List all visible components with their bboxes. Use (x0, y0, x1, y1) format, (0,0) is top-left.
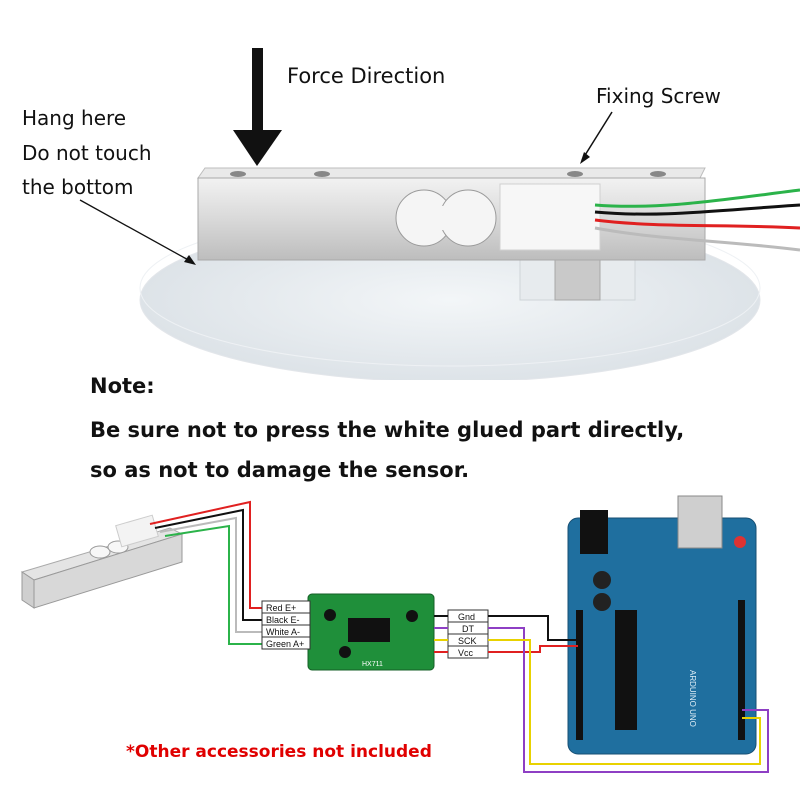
pin-black: Black E- (266, 615, 300, 625)
pin-gnd: Gnd (458, 612, 475, 622)
hang-label-line1: Hang here (22, 106, 127, 130)
module-name: HX711 (362, 661, 383, 668)
load-cell-pins: Red E+ Black E- White A- Green A+ (261, 600, 311, 650)
note-heading: Note: (90, 374, 155, 398)
pin-sck: SCK (458, 636, 477, 646)
arduino-label: ARDUINO UNO (688, 670, 697, 727)
note-line1: Be sure not to press the white glued par… (90, 418, 685, 442)
pin-white: White A- (266, 627, 300, 637)
pin-green: Green A+ (266, 639, 304, 649)
hang-label-line2: Do not touch (22, 141, 152, 165)
aluminum-bar-top (197, 167, 706, 179)
force-direction-label: Force Direction (287, 64, 446, 88)
note-line2: so as not to damage the sensor. (90, 458, 470, 482)
force-arrow-shaft (252, 48, 263, 136)
footer-note: *Other accessories not included (126, 742, 432, 762)
wiring-diagram: ARDUINO UNO HX711 Red E+ Black E- White … (20, 495, 769, 773)
white-glue (499, 183, 601, 251)
pin-dt: DT (462, 624, 474, 634)
fixing-screw-label: Fixing Screw (596, 84, 721, 108)
load-cell-photo (79, 48, 800, 380)
pin-vcc: Vcc (458, 648, 474, 658)
power-jack (580, 510, 608, 554)
pin-red: Red E+ (266, 603, 296, 613)
force-arrow-head (233, 130, 282, 166)
hang-label-line3: the bottom (22, 175, 134, 199)
module-pins: Gnd DT SCK Vcc (447, 609, 489, 659)
usb-port (677, 495, 723, 549)
